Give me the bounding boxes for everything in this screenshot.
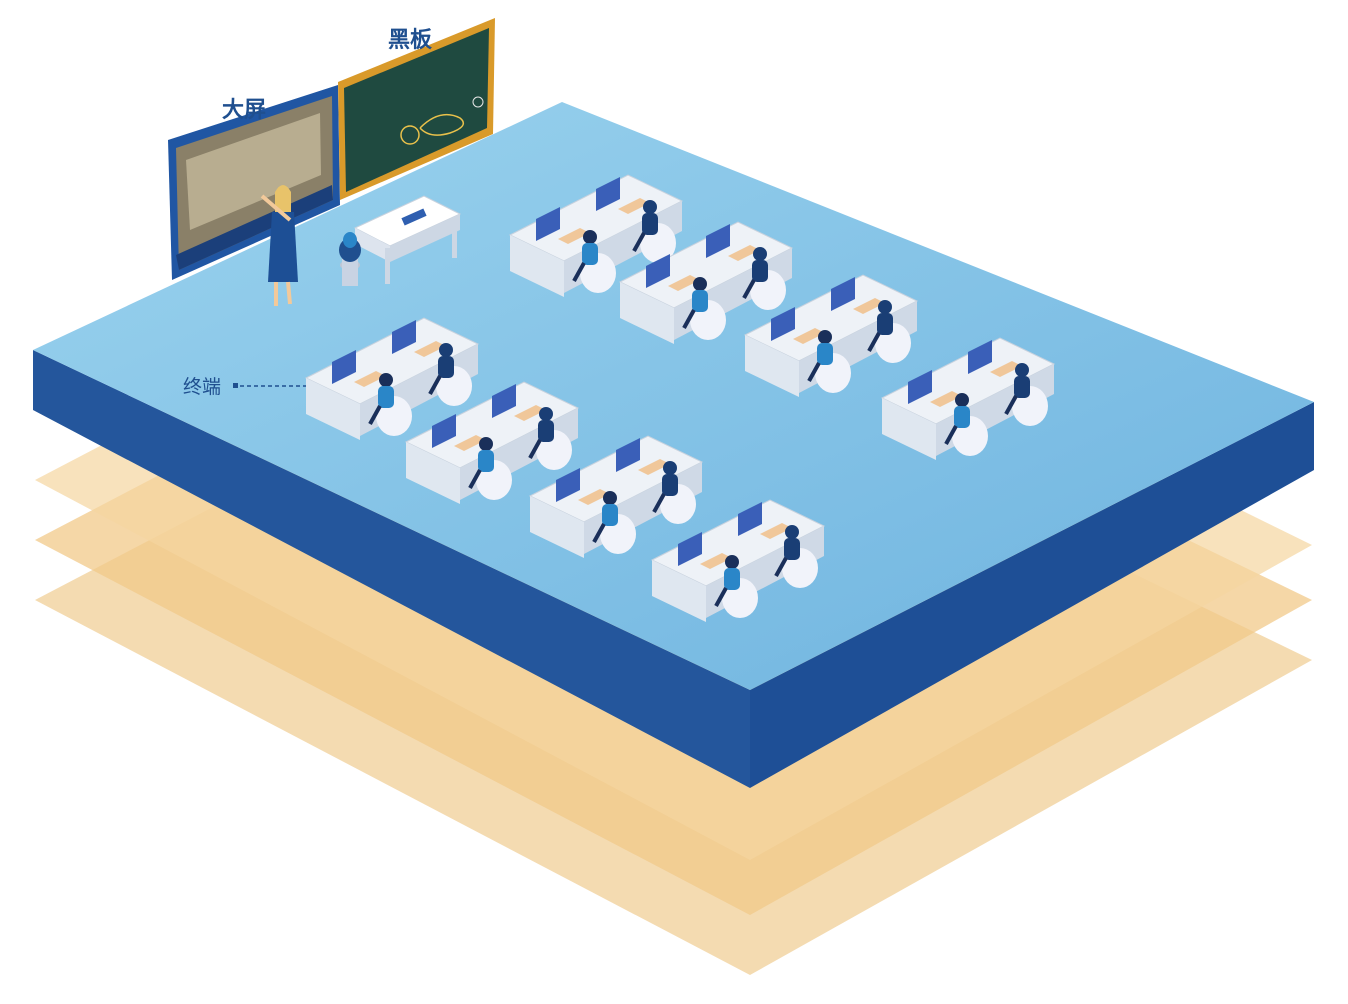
desk-group	[304, 317, 480, 440]
desk-group	[880, 337, 1056, 460]
student-icon	[807, 330, 851, 393]
student-icon	[632, 200, 676, 263]
student-icon	[468, 437, 512, 500]
student-desk-groups	[304, 174, 1056, 622]
monitor-icon	[831, 277, 855, 311]
monitor-icon	[432, 414, 456, 448]
desk-group	[508, 174, 684, 297]
student-icon	[714, 555, 758, 618]
monitor-icon	[646, 254, 670, 288]
monitor-icon	[492, 384, 516, 418]
student-icon	[652, 461, 696, 524]
student-icon	[944, 393, 988, 456]
monitor-icon	[908, 370, 932, 404]
monitor-icon	[596, 177, 620, 211]
teacher-figure-icon	[260, 185, 298, 306]
desk-group	[404, 381, 580, 504]
desk-group	[650, 499, 826, 622]
monitor-icon	[738, 502, 762, 536]
monitor-icon	[616, 438, 640, 472]
student-icon	[682, 277, 726, 340]
desk-group	[528, 435, 704, 558]
monitor-icon	[556, 468, 580, 502]
terminal-label: 终端	[183, 376, 222, 398]
student-icon	[428, 343, 472, 406]
terminal-callout	[233, 383, 308, 388]
monitor-icon	[968, 340, 992, 374]
student-icon	[528, 407, 572, 470]
interactive-screen-icon	[168, 85, 340, 280]
teacher-desk	[353, 195, 462, 284]
monitor-icon	[392, 320, 416, 354]
monitor-icon	[771, 307, 795, 341]
student-icon	[774, 525, 818, 588]
student-icon	[742, 247, 786, 310]
monitor-icon	[332, 350, 356, 384]
floor-side-face	[750, 402, 1314, 788]
desk-group	[618, 221, 794, 344]
screen-label: 大屏	[222, 98, 267, 123]
floor-front-face	[33, 350, 750, 788]
student-icon	[1004, 363, 1048, 426]
desk-group	[743, 274, 919, 397]
blackboard-label: 黑板	[388, 28, 433, 53]
blackboard-icon: π	[338, 18, 495, 200]
student-icon	[572, 230, 616, 293]
plant-icon	[339, 232, 361, 286]
monitor-icon	[678, 532, 702, 566]
monitor-icon	[536, 207, 560, 241]
student-icon	[867, 300, 911, 363]
monitor-icon	[706, 224, 730, 258]
student-icon	[368, 373, 412, 436]
student-icon	[592, 491, 636, 554]
